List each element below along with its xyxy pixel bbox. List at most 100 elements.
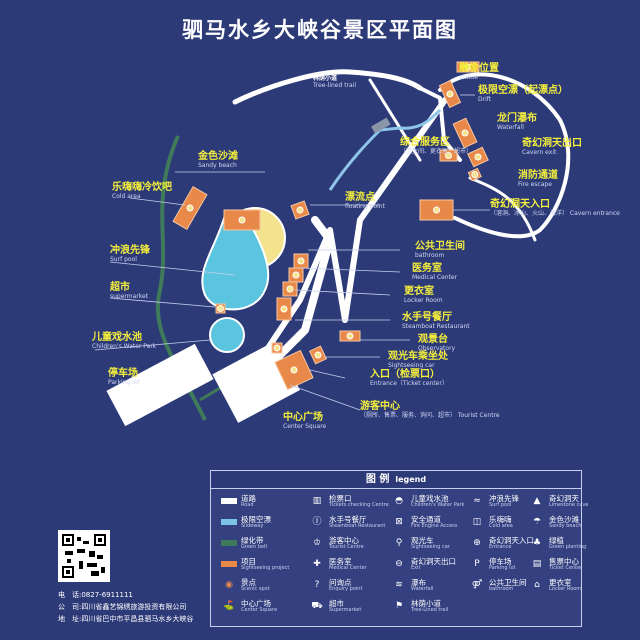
scenic-spot-marker	[297, 257, 305, 265]
legend-label-en: Sightseeing car	[411, 543, 450, 550]
slide-gate	[371, 117, 391, 134]
legend-label: 安全通道	[411, 515, 441, 524]
legend-label-en: Sightseeing project	[241, 564, 290, 571]
legend-label: 医务室	[329, 557, 352, 566]
plant-icon: ♣	[532, 537, 542, 548]
surf-pool	[201, 214, 270, 311]
legend-label-en: Medical Center	[329, 564, 367, 571]
scenic-spot-marker	[314, 351, 322, 359]
legend-label: 绿化带	[241, 536, 264, 545]
legend-label-en: Limestone cave	[549, 501, 589, 508]
waterfall-icon: ≋	[395, 579, 403, 590]
legend-label-en: Locker Room	[549, 585, 582, 592]
legend-label: 游客中心	[329, 536, 359, 545]
kids-pool	[209, 317, 245, 353]
legend-label-en: Tickets checking Centre	[329, 501, 389, 508]
label-cavern-entrance: 奇幻洞天入口（溶洞、冰山、火山、海洋） Cavern entrance	[490, 199, 620, 217]
legend-label: 景点	[241, 578, 256, 587]
legend-label-en: Waterfall	[411, 585, 434, 592]
legend-label-en: Green belt	[241, 543, 268, 550]
project-swatch-icon	[221, 561, 237, 568]
scenic-spot-marker	[217, 305, 224, 312]
contact-info: 电 话:0827-6911111 公 司:四川省鑫艺锦绣旅游投资有限公司 地 址…	[58, 589, 193, 625]
scenic-spot-marker	[286, 285, 294, 293]
scenic-spot-marker	[346, 332, 354, 340]
legend-label: 公共卫生间	[489, 578, 527, 587]
legend-label: 极限空漂	[241, 515, 271, 524]
legend-label: 停车场	[489, 557, 512, 566]
legend-label-en: bathroom	[489, 585, 514, 592]
parking-lot	[106, 343, 214, 427]
park-map	[94, 61, 571, 427]
legend-label-en: Steamboat Restaurant	[329, 522, 386, 529]
scenic-spot-marker	[273, 344, 281, 352]
legend-label: 儿童戏水池	[411, 494, 449, 503]
legend-label: 观光车	[411, 536, 434, 545]
legend-label-en: Tree-Lined trail	[411, 606, 449, 613]
legend-label-en: Scenic spot	[241, 585, 270, 592]
signpost-icon: ⚑	[394, 600, 404, 611]
legend-label-en: Parking lot	[489, 564, 516, 571]
legend-label: 更衣室	[549, 578, 572, 587]
company: 公 司:四川省鑫艺锦绣旅游投资有限公司	[58, 603, 187, 611]
legend-label: 超市	[329, 599, 344, 608]
scenic-spot-marker	[433, 206, 440, 214]
scenic-spot-marker	[445, 152, 452, 159]
legend-label: 奇幻洞天出口	[411, 557, 456, 566]
legend-label: 道路	[241, 494, 256, 503]
label-tourist-centre: 游客中心（厕所、售票、服务、询问、超市） Tourist Centre	[360, 401, 500, 419]
ticket-center-icon: ▤	[532, 558, 542, 569]
legend-label-en: Ticket Center	[549, 564, 583, 571]
address: 地 址:四川省巴中市平昌县驷马水乡大峡谷	[58, 615, 194, 623]
legend-label: 奇幻洞天入口	[489, 536, 534, 545]
scenic-spot-marker	[464, 63, 472, 71]
cart-icon: ⛟	[311, 600, 323, 611]
legend-label-en: Children's Water Park	[411, 501, 465, 508]
legend-label-en: Sandy beach	[549, 522, 582, 529]
legend-label: 瀑布	[411, 578, 426, 587]
road-swatch-icon	[221, 498, 237, 505]
legend-label-en: Supermarket	[329, 606, 362, 613]
legend-label-en: Cold area	[489, 522, 513, 529]
legend-label: 金色沙滩	[549, 515, 579, 524]
scenic-spot-icon: ◉	[225, 579, 233, 590]
slideway-swatch-icon	[221, 519, 237, 526]
locker-icon: ⌂	[534, 579, 540, 590]
kids-pool-icon: ◓	[395, 495, 403, 506]
scenic-spot-marker	[471, 171, 479, 179]
legend-label-en: Slideway	[241, 522, 264, 529]
map-title: 驷马水乡大峡谷景区平面图	[182, 18, 458, 42]
legend-label-en: Exit	[411, 564, 421, 571]
beach-icon: ☂	[532, 516, 542, 527]
